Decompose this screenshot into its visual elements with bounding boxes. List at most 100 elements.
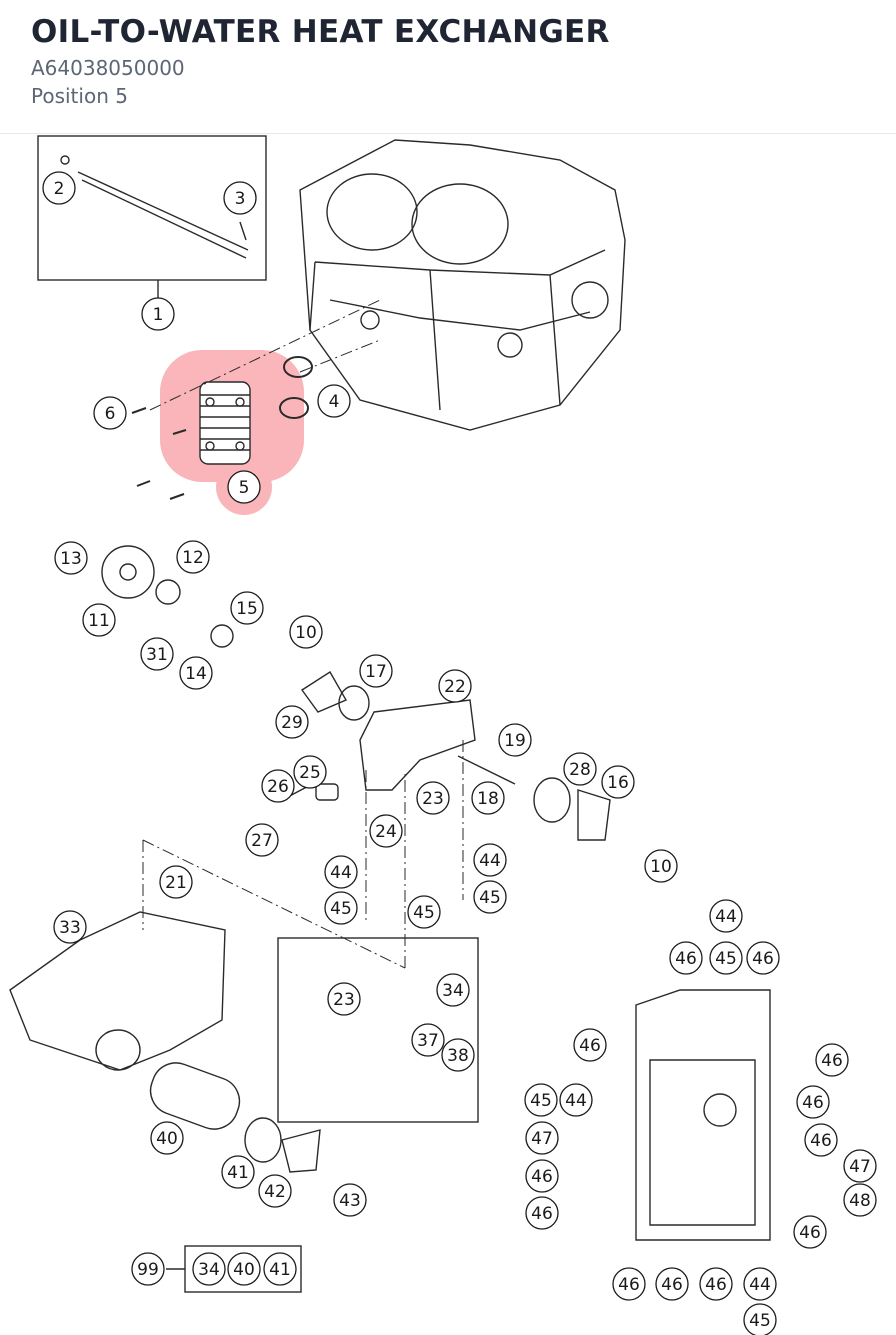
callout-45: 45 xyxy=(473,880,507,914)
callout-number: 28 xyxy=(569,760,591,780)
callout-19: 19 xyxy=(498,723,532,757)
callout-circle xyxy=(324,891,358,925)
callout-1: 1 xyxy=(141,297,175,331)
callout-circle xyxy=(843,1183,877,1217)
callout-12: 12 xyxy=(176,540,210,574)
callout-number: 46 xyxy=(802,1093,824,1113)
callout-number: 23 xyxy=(333,990,355,1010)
callout-46: 46 xyxy=(804,1123,838,1157)
callout-number: 40 xyxy=(233,1260,255,1280)
callout-circle xyxy=(131,1252,165,1286)
callout-number: 99 xyxy=(137,1260,159,1280)
callout-circle xyxy=(159,865,193,899)
callout-circle xyxy=(230,591,264,625)
callout-number: 15 xyxy=(236,599,258,619)
callout-number: 38 xyxy=(447,1046,469,1066)
callout-number: 44 xyxy=(330,863,352,883)
callout-number: 46 xyxy=(810,1131,832,1151)
callout-circle xyxy=(709,899,743,933)
callout-40: 40 xyxy=(227,1252,261,1286)
callout-45: 45 xyxy=(709,941,743,975)
callout-47: 47 xyxy=(525,1121,559,1155)
callout-18: 18 xyxy=(471,781,505,815)
callout-circle xyxy=(524,1083,558,1117)
callout-46: 46 xyxy=(746,941,780,975)
callout-number: 31 xyxy=(146,645,168,665)
callout-circle xyxy=(179,656,213,690)
callout-38: 38 xyxy=(441,1038,475,1072)
callout-number: 5 xyxy=(239,478,250,498)
callout-number: 44 xyxy=(715,907,737,927)
page-title: OIL-TO-WATER HEAT EXCHANGER xyxy=(31,14,610,50)
callout-number: 41 xyxy=(227,1163,249,1183)
callout-42: 42 xyxy=(258,1174,292,1208)
callout-number: 27 xyxy=(251,831,273,851)
callout-circle xyxy=(525,1159,559,1193)
callout-circle xyxy=(669,941,703,975)
callout-31: 31 xyxy=(140,637,174,671)
callout-number: 10 xyxy=(295,623,317,643)
callout-circle xyxy=(796,1085,830,1119)
callout-number: 44 xyxy=(749,1275,771,1295)
callout-44: 44 xyxy=(559,1083,593,1117)
callout-14: 14 xyxy=(179,656,213,690)
callout-29: 29 xyxy=(275,705,309,739)
callout-circle xyxy=(473,880,507,914)
callout-circle xyxy=(438,669,472,703)
callout-number: 2 xyxy=(54,179,65,199)
callout-number: 46 xyxy=(752,949,774,969)
callout-number: 37 xyxy=(417,1031,439,1051)
callout-circle xyxy=(289,615,323,649)
callout-circle xyxy=(141,297,175,331)
callout-circle xyxy=(227,470,261,504)
callout-number: 42 xyxy=(264,1182,286,1202)
callout-number: 47 xyxy=(849,1157,871,1177)
callout-circle xyxy=(573,1028,607,1062)
callout-number: 26 xyxy=(267,777,289,797)
callout-number: 46 xyxy=(705,1275,727,1295)
callout-number: 46 xyxy=(799,1223,821,1243)
callout-number: 46 xyxy=(821,1051,843,1071)
callout-number: 46 xyxy=(579,1036,601,1056)
callout-10: 10 xyxy=(644,849,678,883)
callout-23: 23 xyxy=(327,982,361,1016)
callout-number: 13 xyxy=(60,549,82,569)
callout-number: 23 xyxy=(422,789,444,809)
callout-46: 46 xyxy=(669,941,703,975)
callout-circle xyxy=(563,752,597,786)
callout-44: 44 xyxy=(709,899,743,933)
callout-circle xyxy=(245,823,279,857)
callout-number: 10 xyxy=(650,857,672,877)
callout-24: 24 xyxy=(369,814,403,848)
callout-number: 1 xyxy=(153,305,164,325)
callout-circle xyxy=(793,1215,827,1249)
callout-circle xyxy=(407,895,441,929)
callout-circle xyxy=(416,781,450,815)
callout-46: 46 xyxy=(699,1267,733,1301)
callout-number: 44 xyxy=(479,851,501,871)
callout-number: 34 xyxy=(198,1260,220,1280)
callout-number: 11 xyxy=(88,611,110,631)
callout-25: 25 xyxy=(293,755,327,789)
callout-circle xyxy=(601,765,635,799)
callout-number: 45 xyxy=(715,949,737,969)
callout-43: 43 xyxy=(333,1183,367,1217)
callout-3: 3 xyxy=(223,181,257,215)
callout-number: 6 xyxy=(105,404,116,424)
callout-circle xyxy=(411,1023,445,1057)
callout-number: 21 xyxy=(165,873,187,893)
callout-34: 34 xyxy=(436,973,470,1007)
callout-number: 29 xyxy=(281,713,303,733)
callout-45: 45 xyxy=(407,895,441,929)
callout-number: 3 xyxy=(235,189,246,209)
callout-17: 17 xyxy=(359,654,393,688)
callout-circle xyxy=(327,982,361,1016)
callout-circle xyxy=(333,1183,367,1217)
callout-number: 46 xyxy=(531,1167,553,1187)
callout-2: 2 xyxy=(42,171,76,205)
callout-number: 17 xyxy=(365,662,387,682)
callout-46: 46 xyxy=(815,1043,849,1077)
callout-37: 37 xyxy=(411,1023,445,1057)
callout-33: 33 xyxy=(53,910,87,944)
